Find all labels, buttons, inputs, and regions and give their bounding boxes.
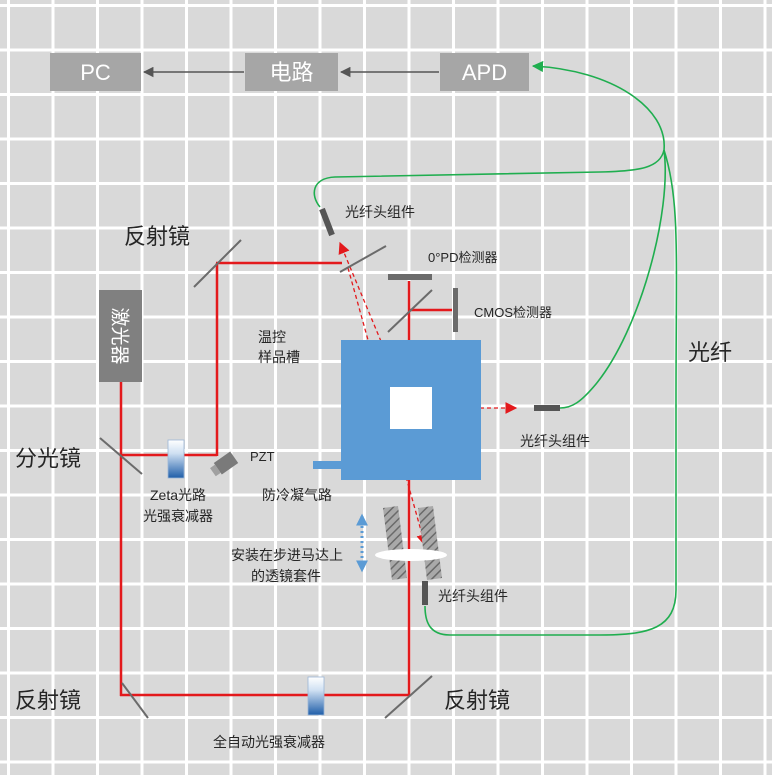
pzt-label: PZT bbox=[250, 449, 275, 464]
fiber-lines bbox=[313, 60, 678, 636]
mirror-lower-left-label: 反射镜 bbox=[15, 688, 81, 713]
sample-cell bbox=[313, 340, 481, 480]
lens-kit-label-line1: 安装在步进马达上 bbox=[231, 547, 343, 563]
circuit-label: 电路 bbox=[269, 60, 313, 85]
cmos-mirror bbox=[387, 289, 433, 333]
fiber-to-upper-head bbox=[313, 149, 665, 208]
auto-attenuator-label: 全自动光强衰减器 bbox=[213, 734, 325, 750]
fiber-to-lower-head bbox=[424, 149, 678, 636]
mirrors bbox=[99, 239, 433, 719]
fiber-to-apd bbox=[531, 60, 665, 151]
signal-chain: PC 电路 APD bbox=[50, 53, 529, 91]
lens-tube-right bbox=[418, 506, 442, 580]
circuit-block bbox=[245, 53, 338, 91]
laser-label: 激光器 bbox=[109, 307, 131, 364]
pc-label: PC bbox=[80, 60, 111, 85]
apd-block bbox=[440, 53, 529, 91]
anti-condensation-label: 防冷凝气路 bbox=[262, 487, 332, 503]
zeta-attenuator bbox=[167, 439, 185, 479]
fiber-head-upper-label: 光纤头组件 bbox=[345, 204, 415, 220]
anti-condensation-pipe bbox=[313, 461, 341, 469]
pzt-mount bbox=[210, 451, 239, 477]
mirror-upper-left-label: 反射镜 bbox=[124, 224, 190, 249]
lower-left-mirror bbox=[121, 682, 149, 719]
cmos-detector-label: CMOS检测器 bbox=[474, 305, 552, 320]
fiber-to-right-head bbox=[559, 149, 666, 409]
right-fiber-head bbox=[534, 405, 560, 411]
lens bbox=[375, 549, 447, 561]
lens-kit bbox=[356, 506, 447, 580]
upper-fiber-mirror bbox=[339, 245, 387, 273]
zeta-attenuator-label-line1: Zeta光路 bbox=[150, 487, 206, 503]
upper-left-mirror bbox=[193, 239, 242, 288]
sample-holder-label-line1: 温控 bbox=[258, 329, 286, 345]
labels: 反射镜 光纤头组件 0°PD检测器 CMOS检测器 温控 样品槽 光纤 光纤头组… bbox=[15, 204, 732, 750]
sample-cuvette bbox=[390, 387, 432, 429]
upper-fiber-head bbox=[319, 207, 335, 237]
cmos-detector bbox=[453, 288, 458, 332]
auto-attenuator bbox=[307, 676, 325, 716]
sample-holder-label-line2: 样品槽 bbox=[258, 349, 300, 365]
lens-kit-label-line2: 的透镜套件 bbox=[251, 568, 321, 584]
beam-splitter-label: 分光镜 bbox=[15, 446, 81, 471]
lower-fiber-head bbox=[422, 581, 428, 605]
laser-block bbox=[99, 290, 142, 382]
zeta-attenuator-label-line2: 光强衰减器 bbox=[143, 508, 213, 524]
fiber-head-right-label: 光纤头组件 bbox=[520, 433, 590, 449]
laser: 激光器 bbox=[99, 290, 142, 382]
pd-detector-label: 0°PD检测器 bbox=[428, 250, 498, 265]
pzt-mirror-face bbox=[210, 464, 221, 477]
pc-block bbox=[50, 53, 141, 91]
beam-splitter-mirror bbox=[99, 437, 143, 475]
fiber-label: 光纤 bbox=[688, 340, 732, 365]
mirror-lower-right-label: 反射镜 bbox=[444, 688, 510, 713]
pzt-body bbox=[213, 451, 239, 475]
fiber-head-lower-label: 光纤头组件 bbox=[438, 588, 508, 604]
pd-detector-0deg bbox=[388, 274, 432, 280]
lower-right-mirror bbox=[384, 675, 433, 719]
apd-label: APD bbox=[462, 60, 507, 85]
lens-tube-left bbox=[383, 506, 407, 580]
